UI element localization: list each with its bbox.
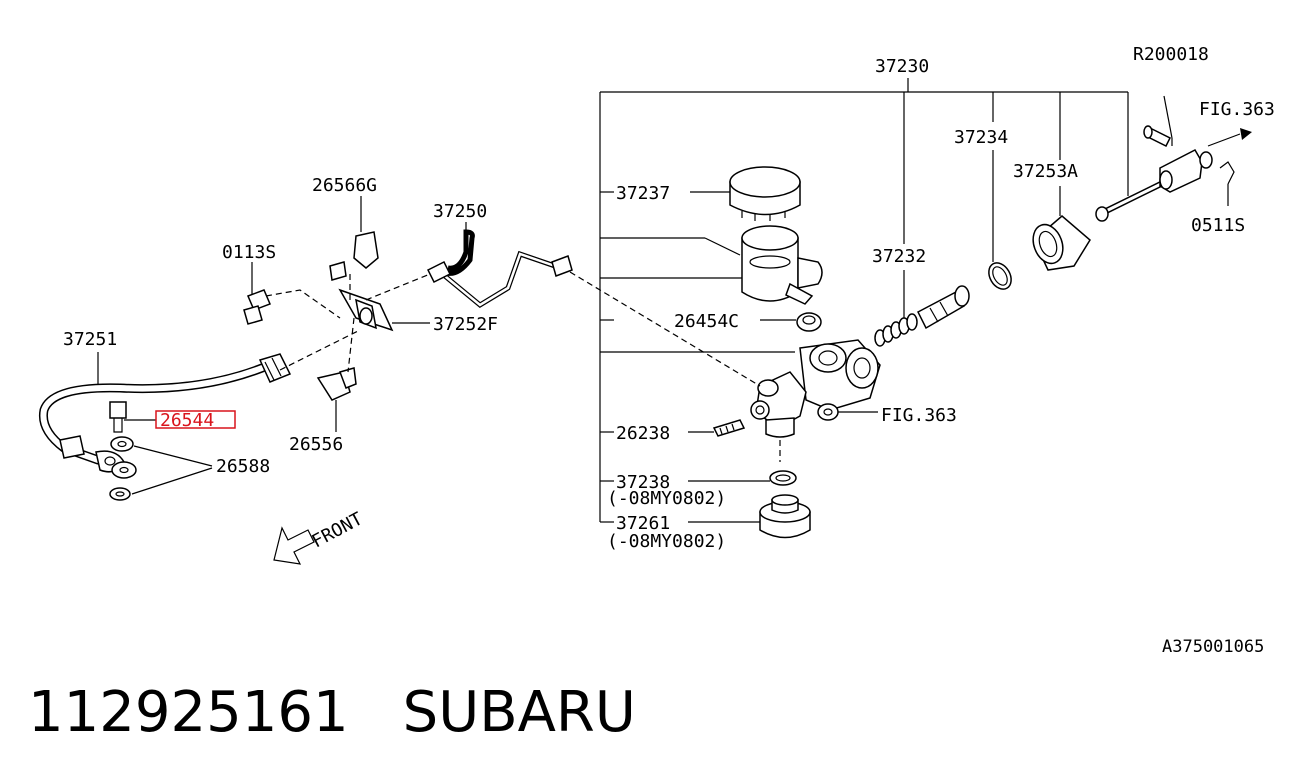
piston-kit xyxy=(874,285,970,347)
label-37238-note: (-08MY0802) xyxy=(607,488,726,509)
bleeder-screw xyxy=(688,419,746,437)
hose-clip xyxy=(316,367,357,432)
label-37261[interactable]: 37261 xyxy=(616,513,670,534)
clutch-hose xyxy=(38,352,292,473)
label-37251[interactable]: 37251 xyxy=(63,329,117,350)
label-37250[interactable]: 37250 xyxy=(433,201,487,222)
part-number: 112925161 xyxy=(28,680,349,745)
clutch-pipe xyxy=(426,222,573,309)
push-rod xyxy=(1095,95,1252,222)
label-26566G[interactable]: 26566G xyxy=(312,175,377,196)
assembly-bracket xyxy=(599,78,1129,523)
brand-name: SUBARU xyxy=(402,680,636,745)
o-ring xyxy=(688,470,797,486)
label-37252F[interactable]: 37252F xyxy=(433,314,498,335)
label-37232[interactable]: 37232 xyxy=(872,246,926,267)
label-26454C[interactable]: 26454C xyxy=(674,311,739,332)
label-37261-note: (-08MY0802) xyxy=(607,531,726,552)
label-37253A[interactable]: 37253A xyxy=(1013,161,1078,182)
plug xyxy=(688,494,811,539)
label-front: FRONT xyxy=(308,508,366,552)
label-37237[interactable]: 37237 xyxy=(616,183,670,204)
union-bolt xyxy=(109,401,156,433)
label-37230[interactable]: 37230 xyxy=(875,56,929,77)
washers xyxy=(109,436,213,501)
label-fig363-mid[interactable]: FIG.363 xyxy=(881,405,957,426)
pipe-bracket xyxy=(329,196,430,332)
label-fig363-top[interactable]: FIG.363 xyxy=(1199,99,1275,120)
master-cylinder xyxy=(750,339,881,462)
label-26544[interactable]: 26544 xyxy=(160,410,214,431)
assembly-lines xyxy=(265,270,761,387)
label-37238[interactable]: 37238 xyxy=(616,472,670,493)
label-0511S[interactable]: 0511S xyxy=(1191,215,1245,236)
label-26238[interactable]: 26238 xyxy=(616,423,670,444)
label-26588[interactable]: 26588 xyxy=(216,456,270,477)
label-R200018[interactable]: R200018 xyxy=(1133,44,1209,65)
reservoir xyxy=(704,225,823,305)
grommet xyxy=(760,312,822,332)
front-arrow-icon xyxy=(273,526,315,565)
label-37234[interactable]: 37234 xyxy=(954,127,1008,148)
label-0113S[interactable]: 0113S xyxy=(222,242,276,263)
figure-id: A375001065 xyxy=(1162,637,1264,657)
highlight-box xyxy=(155,410,236,429)
bolt xyxy=(243,262,271,325)
label-26556[interactable]: 26556 xyxy=(289,434,343,455)
reservoir-cap xyxy=(690,166,801,221)
footer: 112925161 SUBARU xyxy=(28,680,636,745)
snap-ring xyxy=(988,262,1012,290)
boot xyxy=(1032,215,1091,271)
